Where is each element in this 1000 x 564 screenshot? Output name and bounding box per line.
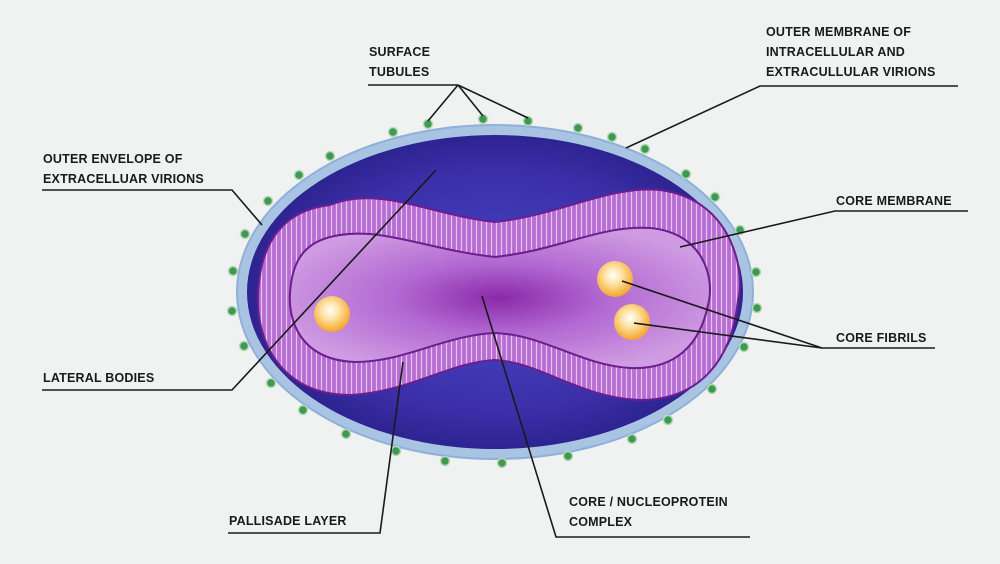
leader-lateral-bodies [42,169,437,391]
core-membrane [288,226,711,370]
leader-outer-envelope [42,189,263,226]
label-pallisade-layer: PALLISADE LAYER [229,514,347,528]
label-core-complex: CORE / NUCLEOPROTEIN COMPLEX [569,495,728,529]
surface-tubules [226,113,763,469]
lateral-body-upper [597,261,633,297]
leader-core-membrane [679,210,968,248]
label-core-fibrils: CORE FIBRILS [836,331,927,345]
label-outer-membrane: OUTER MEMBRANE OF INTRACELLULAR AND EXTR… [766,25,936,79]
leader-core-complex [481,295,750,538]
label-outer-envelope: OUTER ENVELOPE OF EXTRACELLUAR VIRIONS [43,152,204,186]
lateral-body-left [314,296,350,332]
lateral-body-lower [614,304,650,340]
label-lateral-bodies: LATERAL BODIES [43,371,155,385]
leader-outer-membrane [625,85,958,149]
label-surface-tubules: SURFACE TUBULES [369,45,431,79]
label-core-membrane: CORE MEMBRANE [836,194,952,208]
leader-core-fibrils-b [633,322,823,349]
leader-lines [42,84,968,538]
leader-pallisade-layer [228,361,404,534]
